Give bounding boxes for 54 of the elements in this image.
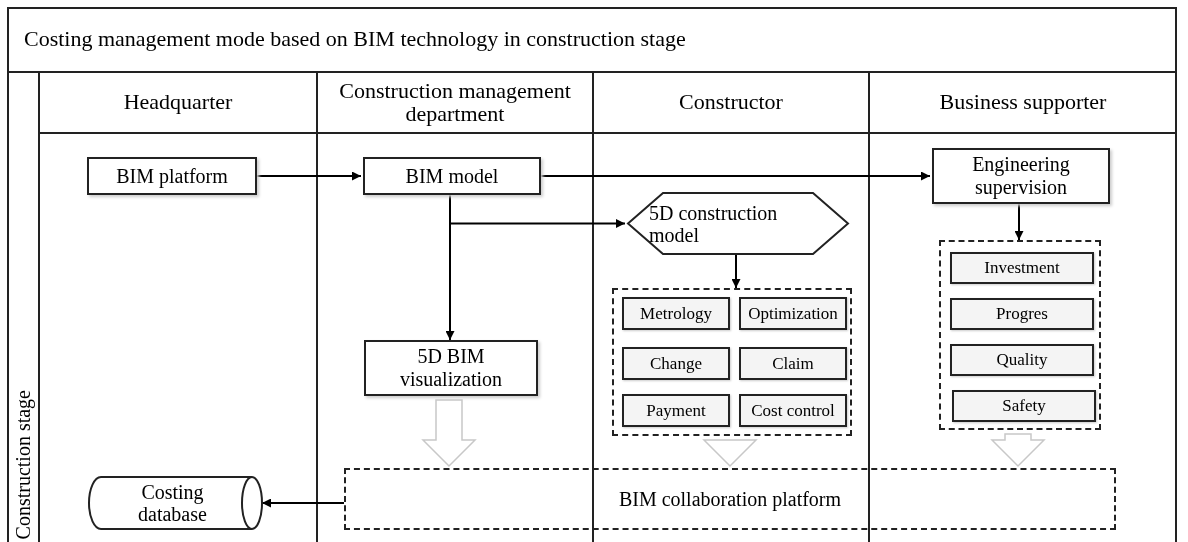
hollow-block-arrow <box>990 433 1046 468</box>
item-box <box>739 394 847 427</box>
item-box <box>739 297 847 330</box>
box-label: Metrology <box>640 303 712 324</box>
box-label: Optimization <box>748 303 838 324</box>
item-box <box>622 297 730 330</box>
item-box <box>739 347 847 380</box>
item-box <box>622 347 730 380</box>
process-box <box>932 148 1110 204</box>
process-box <box>364 340 538 396</box>
box-label: BIM model <box>405 164 499 188</box>
item-box <box>622 394 730 427</box>
box-label: Investment <box>984 258 1060 278</box>
dashed-group-box <box>939 240 1101 430</box>
diagram-title: Costing management mode based on BIM technology in construction stage <box>24 26 686 52</box>
arrow <box>538 171 931 181</box>
box-label: Engineering supervision <box>971 153 1071 199</box>
box-label: Payment <box>646 400 706 421</box>
item-box <box>950 252 1094 284</box>
swimlane <box>592 72 868 542</box>
box-label: 5D BIM visualization <box>398 345 504 391</box>
box-label: 5D construction model <box>648 201 779 246</box>
arrow <box>445 194 455 341</box>
box-label: Claim <box>772 353 814 374</box>
lane-header: Headquarter <box>40 72 316 134</box>
stage-label: Construction stage <box>11 389 35 539</box>
hollow-block-arrow <box>702 439 758 468</box>
hollow-block-arrow <box>421 399 477 468</box>
box-label: Change <box>650 353 702 374</box>
box-label: Costing database <box>137 481 208 525</box>
item-box <box>950 298 1094 330</box>
process-box <box>87 157 257 195</box>
box-label: BIM platform <box>116 164 228 188</box>
arrow <box>1014 203 1024 241</box>
box-label: Quality <box>996 350 1048 370</box>
box-label: Safety <box>1002 396 1046 416</box>
lane-header: Business supporter <box>870 72 1176 134</box>
swimlane <box>38 72 316 542</box>
database-cylinder <box>87 476 264 530</box>
swimlane <box>868 72 1176 542</box>
box-label: Progres <box>996 304 1048 324</box>
arrow <box>261 498 345 508</box>
dashed-platform-box <box>344 468 1116 530</box>
item-box <box>952 390 1096 422</box>
lane-header: Construction management department <box>318 72 592 134</box>
arrow <box>254 171 362 181</box>
process-box <box>363 157 541 195</box>
dashed-group-box <box>612 288 852 436</box>
lane-header: Constructor <box>594 72 868 134</box>
hexagon-box <box>627 192 849 255</box>
item-box <box>950 344 1094 376</box>
box-label: BIM collaboration platform <box>618 487 842 511</box>
arrow <box>731 254 741 289</box>
box-label: Cost control <box>751 400 835 421</box>
